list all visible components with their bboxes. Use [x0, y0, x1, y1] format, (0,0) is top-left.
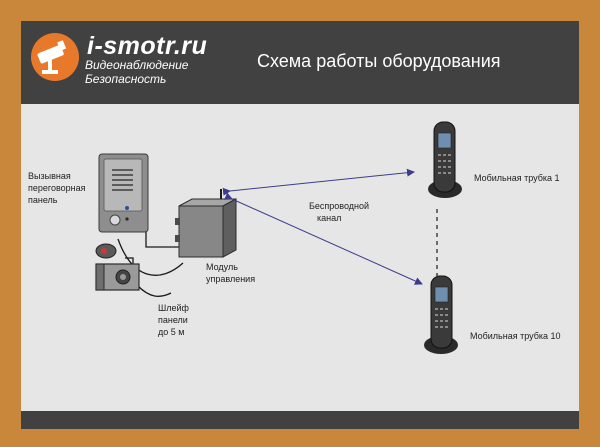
equipment-diagram: Вызывная переговорная панель Модуль упра…: [28, 121, 561, 354]
link-to-handset-10: [223, 192, 423, 285]
panel-cable-wire: [133, 230, 179, 248]
call-panel-device: [98, 153, 149, 233]
diagram-frame: i-smotr.ru Видеонаблюдение Безопасность …: [21, 21, 579, 429]
intercom-box-device: [95, 263, 140, 291]
handset-10-label: Мобильная трубка 10: [470, 331, 561, 341]
camera-device: [95, 243, 117, 259]
panel-to-module-wire: [117, 238, 184, 276]
control-module-device: [175, 189, 237, 258]
call-panel-label: Вызывная переговорная панель: [28, 171, 88, 205]
footer-bar: [21, 411, 579, 429]
cable-label: Шлейф панели до 5 м: [158, 303, 191, 337]
wireless-links: [222, 168, 423, 285]
header: i-smotr.ru Видеонаблюдение Безопасность …: [21, 21, 579, 104]
handset-10-device: [424, 275, 458, 354]
wireless-channel-label: Беспроводной канал: [309, 201, 372, 223]
tagline-line-1: Видеонаблюдение: [85, 58, 189, 72]
handset-1-label: Мобильная трубка 1: [474, 173, 560, 183]
page-title: Схема работы оборудования: [257, 51, 501, 71]
security-camera-icon: [37, 40, 67, 74]
logo-badge: [31, 33, 79, 81]
link-to-handset-1: [222, 168, 415, 196]
handset-1-device: [428, 121, 462, 198]
camera-wire: [125, 257, 134, 266]
control-module-label: Модуль управления: [206, 262, 255, 284]
tagline-line-2: Безопасность: [85, 72, 167, 86]
cable-lead: [137, 285, 172, 297]
brand-name: i-smotr.ru: [87, 32, 208, 60]
